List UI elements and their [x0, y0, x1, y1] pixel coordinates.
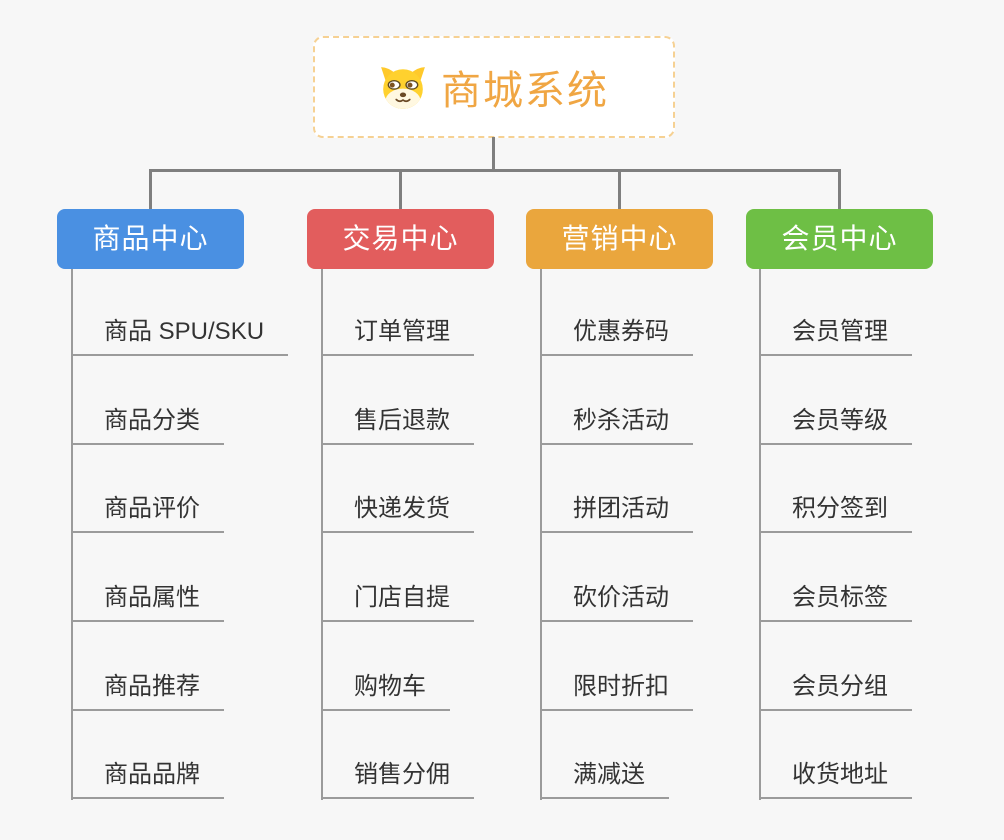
branch-node-marketing-center[interactable]: 营销中心 [526, 209, 713, 269]
leaf-node[interactable]: 会员标签 [759, 584, 912, 622]
branch-children-trade: 订单管理 售后退款 快递发货 门店自提 购物车 销售分佣 [321, 269, 551, 800]
leaf-node[interactable]: 销售分佣 [321, 761, 474, 799]
branch-children-member: 会员管理 会员等级 积分签到 会员标签 会员分组 收货地址 [759, 269, 989, 800]
leaf-node[interactable]: 会员管理 [759, 318, 912, 356]
leaf-node[interactable]: 积分签到 [759, 495, 912, 533]
connector-drop-product [149, 169, 152, 210]
leaf-node[interactable]: 商品分类 [71, 407, 224, 445]
connector-drop-marketing [618, 169, 621, 210]
leaf-node[interactable]: 砍价活动 [540, 584, 693, 622]
branch-node-member-center[interactable]: 会员中心 [746, 209, 933, 269]
leaf-node[interactable]: 订单管理 [321, 318, 474, 356]
leaf-node[interactable]: 会员分组 [759, 673, 912, 711]
leaf-node[interactable]: 限时折扣 [540, 673, 693, 711]
leaf-node[interactable]: 商品属性 [71, 584, 224, 622]
leaf-node[interactable]: 会员等级 [759, 407, 912, 445]
leaf-node[interactable]: 商品推荐 [71, 673, 224, 711]
connector-drop-trade [399, 169, 402, 210]
branch-node-trade-center[interactable]: 交易中心 [307, 209, 494, 269]
branch-children-product: 商品 SPU/SKU 商品分类 商品评价 商品属性 商品推荐 商品品牌 [71, 269, 301, 800]
leaf-node[interactable]: 商品品牌 [71, 761, 224, 799]
connector-drop-member [838, 169, 841, 210]
root-title: 商城系统 [441, 69, 609, 113]
leaf-node[interactable]: 拼团活动 [540, 495, 693, 533]
leaf-node[interactable]: 售后退款 [321, 407, 474, 445]
leaf-node[interactable]: 秒杀活动 [540, 407, 693, 445]
leaf-node[interactable]: 收货地址 [759, 761, 912, 799]
leaf-node[interactable]: 商品 SPU/SKU [71, 318, 289, 356]
branch-children-marketing: 优惠券码 秒杀活动 拼团活动 砍价活动 限时折扣 满减送 [540, 269, 770, 800]
leaf-node[interactable]: 购物车 [321, 673, 450, 711]
dog-face-icon [379, 65, 427, 109]
root-node-mall-system[interactable]: 商城系统 [313, 36, 675, 138]
connector-root-drop [492, 137, 495, 170]
leaf-node[interactable]: 快递发货 [321, 495, 474, 533]
connector-horizontal [149, 169, 841, 172]
leaf-node[interactable]: 门店自提 [321, 584, 474, 622]
leaf-node[interactable]: 满减送 [540, 761, 669, 799]
branch-node-product-center[interactable]: 商品中心 [57, 209, 244, 269]
leaf-node[interactable]: 优惠券码 [540, 318, 693, 356]
leaf-node[interactable]: 商品评价 [71, 495, 224, 533]
